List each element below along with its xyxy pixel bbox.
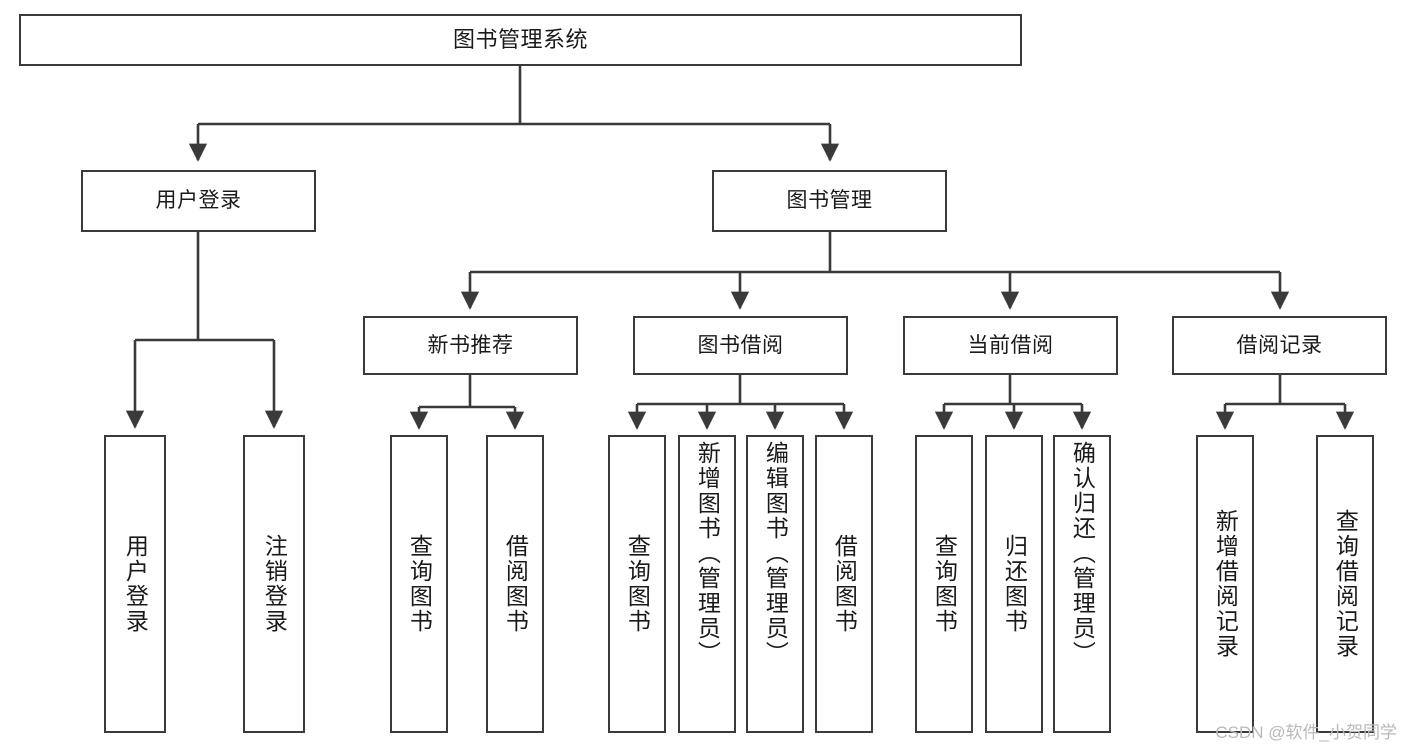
- node-current-borrow[interactable]: 当前借阅: [903, 316, 1118, 375]
- node-leaf-add-record-label: 新增借阅记录: [1212, 509, 1239, 659]
- node-leaf-return-book[interactable]: 归还图书: [985, 435, 1043, 733]
- node-leaf-edit-book-label: 编辑图书（管理员）: [762, 441, 789, 666]
- node-new-book-recommend[interactable]: 新书推荐: [363, 316, 578, 375]
- node-leaf-borrow-book-1[interactable]: 借阅图书: [486, 435, 544, 733]
- node-leaf-return-book-label: 归还图书: [1001, 534, 1028, 634]
- node-leaf-query-book-3[interactable]: 查询图书: [915, 435, 973, 733]
- node-leaf-confirm-return[interactable]: 确认归还（管理员）: [1053, 435, 1111, 733]
- node-leaf-query-record-label: 查询借阅记录: [1332, 509, 1359, 659]
- node-leaf-borrow-book-2[interactable]: 借阅图书: [815, 435, 873, 733]
- node-leaf-add-record[interactable]: 新增借阅记录: [1196, 435, 1254, 733]
- node-leaf-logout-label: 注销登录: [261, 534, 288, 634]
- node-borrow-record-label: 借阅记录: [1236, 333, 1323, 357]
- node-leaf-user-login[interactable]: 用户登录: [104, 435, 166, 733]
- node-leaf-user-login-label: 用户登录: [122, 534, 149, 634]
- node-leaf-query-book-1[interactable]: 查询图书: [390, 435, 448, 733]
- node-book-borrow[interactable]: 图书借阅: [633, 316, 848, 375]
- node-leaf-query-book-2[interactable]: 查询图书: [608, 435, 666, 733]
- csdn-watermark: CSDN @软件_小贺同学: [1215, 723, 1397, 742]
- node-leaf-add-book[interactable]: 新增图书（管理员）: [678, 435, 736, 733]
- node-leaf-add-book-label: 新增图书（管理员）: [694, 441, 721, 666]
- node-book-manage[interactable]: 图书管理: [712, 170, 947, 232]
- node-new-book-recommend-label: 新书推荐: [427, 333, 514, 357]
- node-leaf-borrow-book-2-label: 借阅图书: [831, 534, 858, 634]
- node-leaf-query-book-1-label: 查询图书: [406, 534, 433, 634]
- node-leaf-confirm-return-label: 确认归还（管理员）: [1069, 441, 1096, 666]
- node-leaf-borrow-book-1-label: 借阅图书: [502, 534, 529, 634]
- node-leaf-query-book-3-label: 查询图书: [931, 534, 958, 634]
- node-borrow-record[interactable]: 借阅记录: [1172, 316, 1387, 375]
- node-book-borrow-label: 图书借阅: [697, 333, 784, 357]
- node-current-borrow-label: 当前借阅: [967, 333, 1054, 357]
- node-book-manage-label: 图书管理: [786, 189, 873, 213]
- node-leaf-edit-book[interactable]: 编辑图书（管理员）: [746, 435, 804, 733]
- node-user-login-label: 用户登录: [155, 189, 242, 213]
- node-leaf-query-record[interactable]: 查询借阅记录: [1316, 435, 1374, 733]
- node-leaf-logout[interactable]: 注销登录: [243, 435, 305, 733]
- node-root-label: 图书管理系统: [452, 26, 588, 52]
- node-user-login[interactable]: 用户登录: [81, 170, 316, 232]
- node-leaf-query-book-2-label: 查询图书: [624, 534, 651, 634]
- node-root[interactable]: 图书管理系统: [19, 14, 1022, 66]
